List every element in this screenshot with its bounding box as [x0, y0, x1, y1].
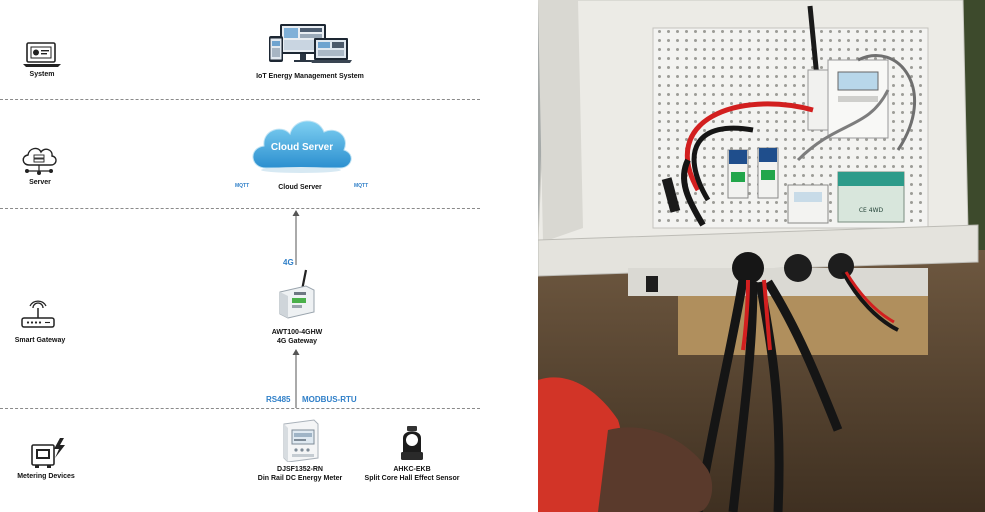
uplink-label: 4G — [283, 258, 294, 267]
enclosure-illustration: CE 4WD — [538, 0, 985, 512]
meter-name: Din Rail DC Energy Meter — [257, 475, 343, 482]
modbus-label: MODBUS-RTU — [302, 395, 357, 404]
devices-icon — [269, 24, 352, 63]
server-title: Cloud Server — [278, 184, 322, 191]
metering-device-icon — [31, 438, 65, 468]
psu-label: CE 4WD — [859, 207, 884, 214]
gateway-model: AWT100-4GHW — [271, 329, 323, 336]
mqtt-label-right: MQTT — [354, 183, 369, 189]
mqtt-label-left: MQTT — [235, 183, 250, 189]
cloud-icon — [252, 120, 352, 173]
row-divider — [0, 99, 480, 100]
router-icon — [21, 300, 55, 328]
energy-meter-icon — [283, 419, 319, 462]
rs485-label: RS485 — [266, 395, 291, 404]
row-label-metering: Metering Devices — [17, 473, 75, 480]
row-label-gateway: Smart Gateway — [14, 337, 66, 344]
cloud-server-icon — [22, 147, 57, 175]
cloud-server-text: Cloud Server — [270, 142, 334, 153]
gateway-device-icon — [279, 269, 315, 319]
sensor-name: Split Core Hall Effect Sensor — [364, 475, 460, 482]
installation-photo: CE 4WD — [538, 0, 985, 512]
row-label-system: System — [29, 71, 55, 78]
meter-model: DJSF1352-RN — [277, 466, 323, 473]
architecture-diagram: System IoT Energy Management System — [0, 24, 480, 482]
system-title: IoT Energy Management System — [256, 73, 364, 80]
row-divider — [0, 208, 480, 209]
hall-sensor-icon — [401, 426, 423, 460]
row-label-server: Server — [29, 179, 51, 186]
gateway-name: 4G Gateway — [276, 338, 318, 345]
row-divider — [0, 408, 480, 409]
laptop-icon — [23, 42, 61, 67]
bus-arrow-icon — [292, 349, 300, 408]
sensor-model: AHKC-EKB — [393, 466, 431, 473]
uplink-arrow-icon — [292, 210, 300, 265]
